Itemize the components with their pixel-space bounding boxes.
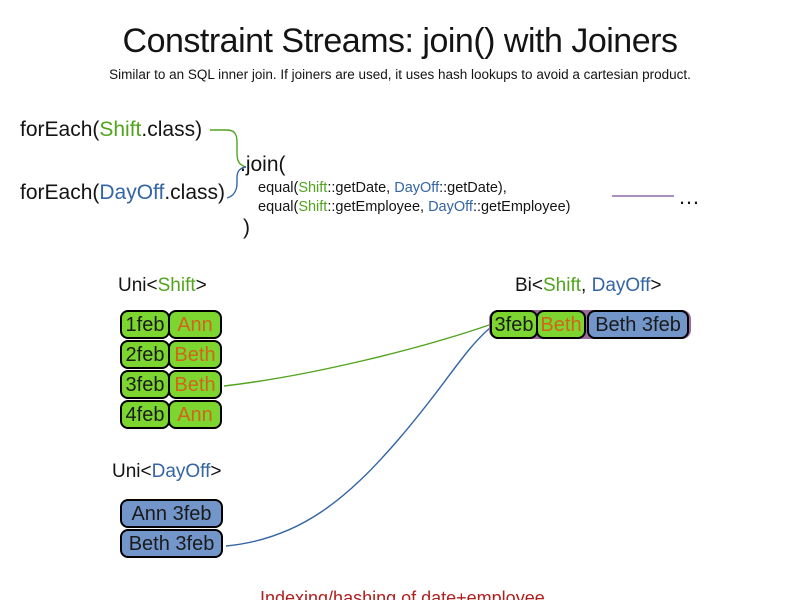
uni-shift-label: Uni<Shift> — [118, 275, 207, 296]
green-match-curve — [223, 323, 493, 387]
shift-date-cell: 1feb — [120, 310, 170, 339]
uni-dayoff-label: Uni<DayOff> — [112, 461, 222, 482]
table-row: 4feb Ann — [120, 400, 222, 429]
code-text: ::getDate), — [439, 180, 507, 196]
table-row: 2feb Beth — [120, 340, 222, 369]
shift-class-token: Shift — [298, 199, 328, 215]
shift-class-token: Shift — [157, 275, 196, 296]
dayoff-class-token: DayOff — [151, 461, 211, 482]
dayoff-cell: Ann 3feb — [120, 499, 223, 528]
table-row: 3feb Beth — [120, 370, 222, 399]
code-text: equal( — [258, 180, 299, 196]
bi-label: Bi<Shift, DayOff> — [515, 275, 662, 296]
table-row: 1feb Ann — [120, 310, 222, 339]
uni-shift-table: 1feb Ann 2feb Beth 3feb Beth 4feb Ann — [120, 310, 222, 430]
shift-class-token: Shift — [99, 118, 142, 141]
shift-employee-cell: Ann — [168, 310, 222, 339]
indexing-note: Indexing/hashing of date+employee to sca… — [260, 531, 558, 600]
code-text: ::getEmployee, — [327, 199, 429, 215]
shift-date-cell: 4feb — [120, 400, 170, 429]
table-row: Beth 3feb — [120, 529, 223, 558]
code-text: ::getEmployee) — [472, 199, 571, 215]
shift-date-cell: 3feb — [120, 370, 170, 399]
code-text: forEach( — [20, 118, 100, 141]
dayoff-class-token: DayOff — [99, 181, 165, 204]
code-text: .class) — [164, 181, 226, 204]
shift-class-token: Shift — [298, 180, 328, 196]
code-join-open: .join( — [240, 153, 286, 176]
page-title: Constraint Streams: join() with Joiners — [122, 22, 678, 60]
code-text: .class) — [141, 118, 203, 141]
code-foreach-dayoff: forEach(DayOff.class) — [20, 181, 225, 205]
page-subtitle: Similar to an SQL inner join. If joiners… — [109, 67, 691, 82]
bi-shift-date-cell: 3feb — [490, 310, 538, 339]
code-join-close: ) — [243, 216, 250, 239]
bi-tuple-row: 3feb Beth Beth 3feb — [490, 310, 689, 339]
dayoff-cell: Beth 3feb — [120, 529, 223, 558]
bi-dayoff-cell: Beth 3feb — [587, 310, 689, 339]
more-joiners-ellipsis: … — [678, 184, 700, 209]
shift-class-token: Shift — [543, 275, 582, 296]
dayoff-class-token: DayOff — [428, 199, 473, 215]
code-foreach-shift: forEach(Shift.class) — [20, 118, 202, 142]
indexing-note-line1: Indexing/hashing of date+employee — [260, 588, 545, 600]
code-joiner-date: equal(Shift::getDate, DayOff::getDate), — [258, 180, 507, 196]
shift-employee-cell: Ann — [168, 400, 222, 429]
shift-employee-cell: Beth — [168, 370, 222, 399]
dayoff-class-token: DayOff — [394, 180, 440, 196]
uni-dayoff-table: Ann 3feb Beth 3feb — [120, 499, 223, 559]
table-row: Ann 3feb — [120, 499, 223, 528]
code-joiner-employee: equal(Shift::getEmployee, DayOff::getEmp… — [258, 199, 570, 215]
code-text: forEach( — [20, 181, 100, 204]
bi-shift-employee-cell: Beth — [536, 310, 586, 339]
code-text: ::getDate, — [327, 180, 395, 196]
blue-match-curve — [225, 326, 492, 547]
shift-employee-cell: Beth — [168, 340, 222, 369]
code-text: equal( — [258, 199, 299, 215]
shift-date-cell: 2feb — [120, 340, 170, 369]
dayoff-class-token: DayOff — [591, 275, 651, 296]
